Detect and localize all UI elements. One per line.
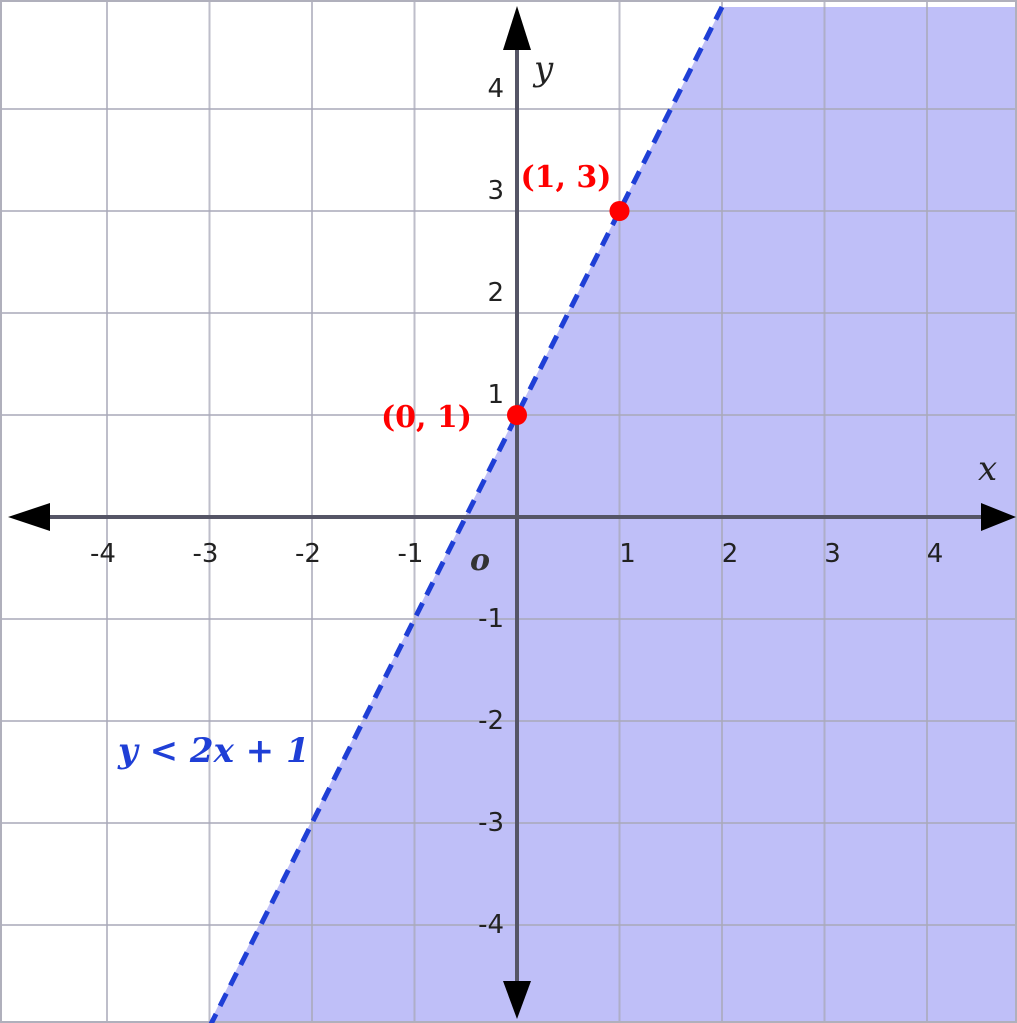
x-tick-label: 4	[927, 539, 944, 569]
y-tick-label: 4	[487, 74, 504, 104]
y-tick-label: 1	[487, 380, 504, 410]
x-tick-label: 3	[824, 539, 841, 569]
y-tick-label: 2	[487, 278, 504, 308]
y-tick-label: -4	[478, 910, 504, 940]
boundary-line	[208, 5, 725, 1023]
points-layer: (0, 1) (1, 3)	[381, 160, 630, 435]
y-axis-label: y	[532, 49, 554, 89]
origin-label: o	[470, 543, 490, 578]
x-axis-right-arrow-icon	[981, 503, 1016, 531]
y-axis-down-arrow-icon	[503, 981, 531, 1019]
x-tick-label: -1	[398, 539, 424, 569]
y-axis-up-arrow-icon	[503, 6, 531, 50]
data-point	[609, 201, 630, 221]
data-point	[507, 405, 527, 425]
x-axis-left-arrow-icon	[8, 503, 50, 531]
axes-layer	[8, 6, 1016, 1019]
y-tick-label: -2	[478, 706, 504, 736]
y-tick-label: 3	[487, 176, 504, 206]
x-axis-label: x	[978, 449, 997, 489]
y-tick-label: -3	[478, 808, 504, 838]
labels-layer: -4 -3 -2 -1 1 2 3 4 4 3 2 1 -1 -2 -3 -4 x y o y < 2x + 1	[90, 49, 997, 940]
x-tick-label: 1	[619, 539, 636, 569]
x-tick-label: -4	[90, 539, 116, 569]
x-tick-label: -2	[295, 539, 321, 569]
inequality-label: y < 2x + 1	[117, 731, 310, 771]
y-tick-label: -1	[478, 604, 504, 634]
boundary-line-layer	[208, 5, 725, 1023]
data-point-label: (0, 1)	[381, 400, 472, 435]
data-point-label: (1, 3)	[520, 160, 611, 195]
x-tick-label: 2	[722, 539, 739, 569]
x-tick-label: -3	[193, 539, 219, 569]
